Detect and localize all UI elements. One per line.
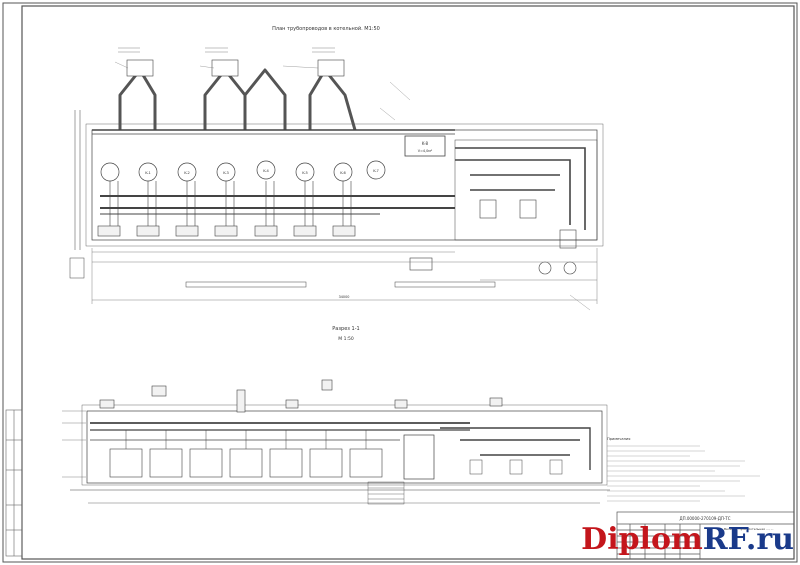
watermark-logo: DiplomRF.ru bbox=[581, 522, 794, 557]
section-title: Разрез 1-1 bbox=[332, 326, 359, 332]
plan-view bbox=[69, 47, 604, 311]
stamp-code: ДП.00000-270109-ДП-ТС bbox=[679, 516, 730, 521]
title-block bbox=[616, 511, 795, 560]
tank-volume: V=4,0м³ bbox=[418, 149, 433, 153]
equipment-label: K-2 bbox=[184, 171, 190, 175]
equipment-label: K-3 bbox=[223, 171, 229, 175]
tank-label: K-8 bbox=[422, 141, 429, 146]
equipment-label: K-1 bbox=[145, 171, 151, 175]
watermark-left: Diplom bbox=[581, 522, 703, 557]
equipment-label: K-7 bbox=[373, 169, 379, 173]
left-margin-stamp bbox=[5, 409, 23, 557]
notes-lines bbox=[607, 445, 760, 502]
equipment-label: K-6 bbox=[340, 171, 346, 175]
stamp-title: г. Великие Луки, Котельная ..., ... bbox=[721, 527, 774, 531]
equipment-label: K-4 bbox=[263, 169, 269, 173]
inner-frame bbox=[21, 5, 795, 560]
equipment-label: K-5 bbox=[302, 171, 308, 175]
section-view bbox=[62, 379, 610, 505]
section-scale: М 1:50 bbox=[338, 336, 354, 342]
watermark-right: RF.ru bbox=[702, 522, 794, 557]
notes-title: Примечания bbox=[607, 437, 630, 441]
plan-title: План трубопроводов в котельной. М1:50 bbox=[272, 25, 380, 32]
dimension-total: 34000 bbox=[339, 295, 350, 299]
equipment-labels: K-1 K-2 K-3 K-4 K-5 K-6 K-7 K-8 V=4,0м³ bbox=[145, 141, 433, 175]
